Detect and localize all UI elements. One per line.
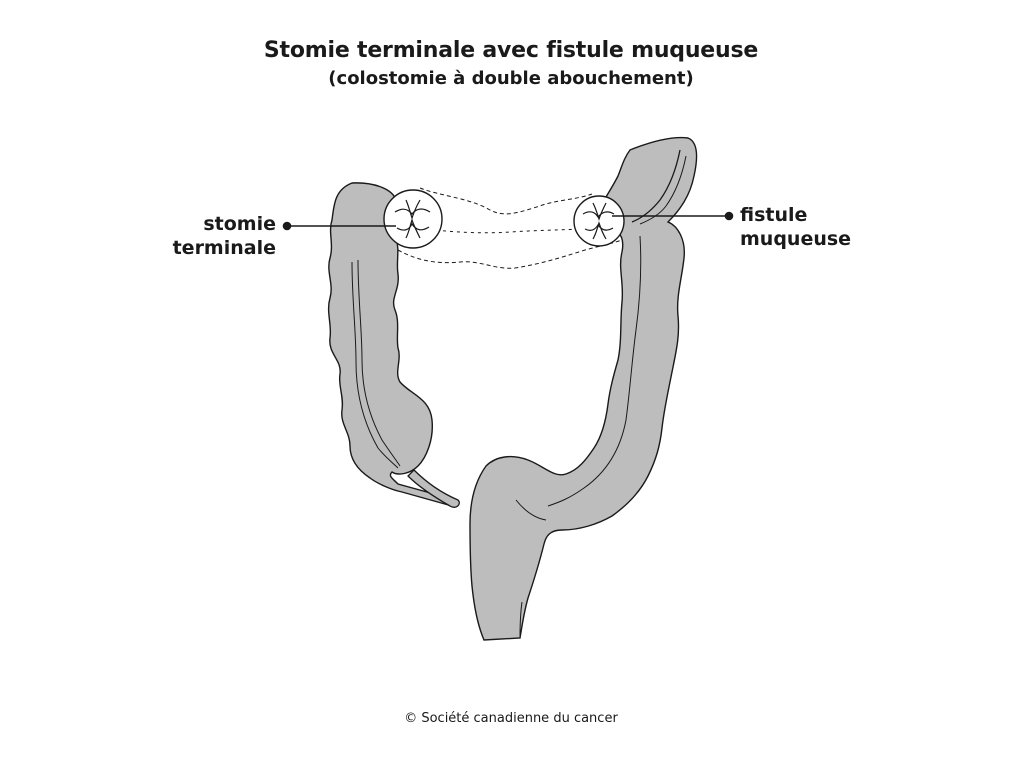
ascending-colon-inner-line-2 [357, 259, 401, 467]
descending-colon [469, 136, 698, 641]
descending-colon-upper-fold [631, 149, 681, 223]
removed-section-upper-edge [419, 187, 593, 215]
mucous-fistula-label-line-1: fistule [740, 204, 808, 226]
rectum-edge-line [519, 601, 523, 639]
removed-section-centerline [414, 227, 601, 234]
mucous-fistula [573, 195, 625, 247]
end-stoma-leader-dot [282, 221, 292, 231]
end-stoma-label: stomie terminale [173, 212, 276, 260]
end-stoma [383, 189, 443, 249]
mucous-fistula-leader-dot [724, 211, 734, 221]
appendix [407, 469, 460, 508]
end-stoma-folds [394, 199, 431, 239]
descending-colon-body [469, 136, 698, 641]
end-stoma-label-line-2: terminale [172, 237, 276, 259]
end-stoma-label-line-1: stomie [203, 213, 276, 235]
diagram-subtitle: (colostomie à double abouchement) [328, 68, 694, 89]
ascending-colon-inner-line [351, 261, 399, 469]
mucous-fistula-label: fistule muqueuse [740, 203, 851, 251]
end-stoma-opening [383, 189, 443, 249]
leader-lines [282, 211, 734, 231]
removed-section-lower-edge [397, 239, 623, 269]
ascending-colon [327, 182, 460, 508]
descending-colon-inner-line [547, 235, 642, 507]
mucous-fistula-folds [582, 202, 615, 240]
diagram-title-block: Stomie terminale avec fistule muqueuse (… [0, 36, 1022, 92]
removed-transverse-colon [397, 187, 623, 269]
mucous-fistula-label-line-2: muqueuse [740, 228, 852, 250]
descending-colon-upper-fold-2 [639, 155, 687, 225]
mucous-fistula-opening [573, 195, 625, 247]
diagram-title: Stomie terminale avec fistule muqueuse [263, 38, 759, 63]
copyright-notice: © Société canadienne du cancer [404, 711, 618, 726]
rectum-inner-fold [515, 499, 547, 521]
